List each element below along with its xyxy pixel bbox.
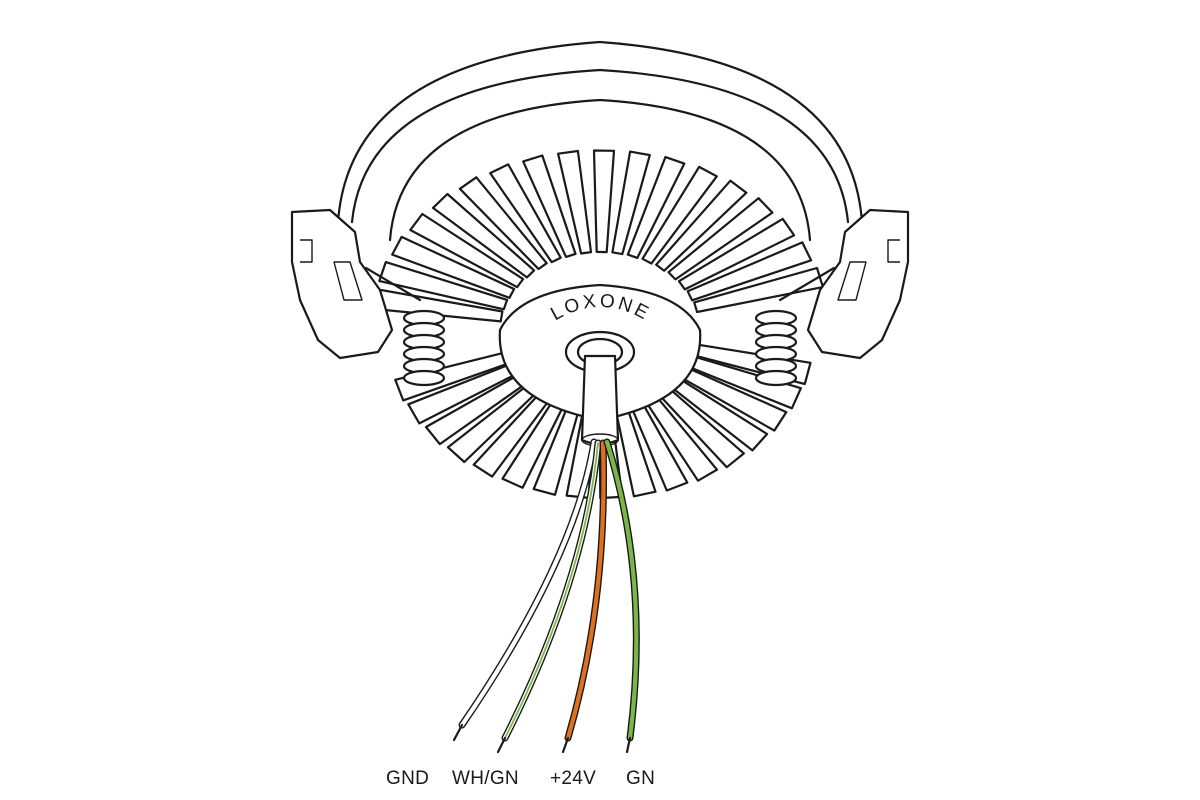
spring-clip-left (402, 309, 446, 387)
heatsink-fins-upper (370, 149, 824, 323)
wire-bundle (452, 438, 640, 754)
spring-coil (754, 369, 798, 387)
heatsink-fin (409, 212, 525, 289)
cable-gland (564, 330, 636, 447)
wire-labels: GND WH/GN +24V GN (386, 768, 655, 789)
wire-plus-24v (561, 439, 608, 754)
heatsink-fin (592, 149, 616, 254)
trim-ring (336, 40, 864, 224)
heatsink-fin (557, 149, 593, 255)
heatsink-fin (458, 176, 548, 271)
heatsink-fin (378, 261, 509, 311)
label-gn: GN (626, 768, 655, 789)
wire-gn (603, 438, 640, 754)
heatsink-fin (489, 163, 562, 264)
heatsink-fin (522, 154, 577, 258)
housing-body (388, 98, 812, 242)
heatsink-fins-lower (394, 342, 812, 500)
wire-gnd (452, 438, 598, 742)
spring-clip-right (754, 309, 798, 387)
heatsink-fin (431, 192, 536, 279)
mounting-bracket-left (290, 208, 422, 360)
heatsink-fin (686, 241, 813, 302)
label-wh-gn: WH/GN (452, 768, 519, 789)
heatsink-fin (391, 235, 516, 299)
heatsink-fin (641, 165, 718, 265)
wire-wh-gn (496, 439, 602, 754)
label-plus-24v: +24V (550, 768, 596, 789)
heatsink-fin (667, 197, 774, 281)
label-gnd: GND (386, 768, 429, 789)
spring-coil (402, 369, 446, 387)
heatsink-fin (677, 217, 796, 291)
heatsink-fin (655, 179, 748, 272)
heatsink-fin (693, 266, 824, 314)
heatsink-fin (626, 156, 686, 259)
heatsink-fin (611, 150, 651, 256)
mounting-bracket-right (778, 208, 910, 360)
